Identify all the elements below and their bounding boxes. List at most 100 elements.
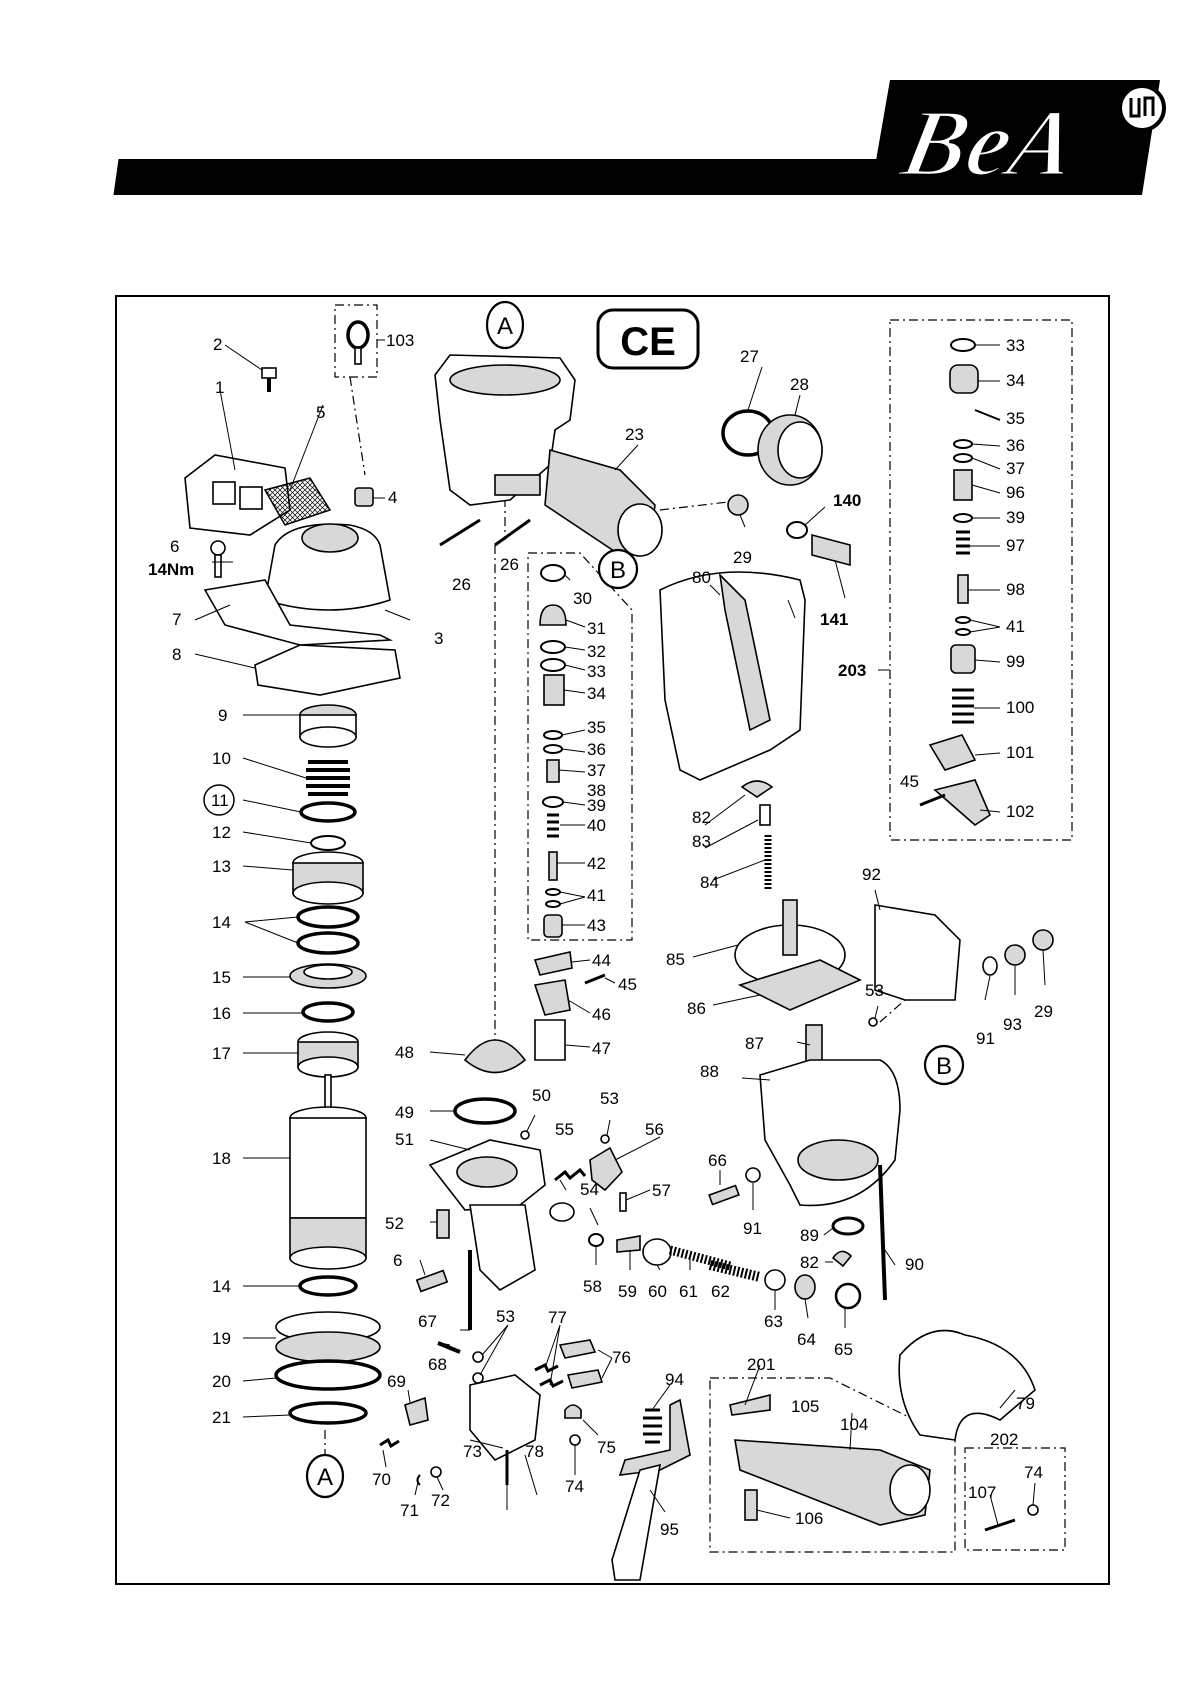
label-part-56: 56	[645, 1120, 664, 1139]
part-53-washer	[600, 1134, 610, 1144]
label-part-83: 83	[692, 832, 711, 851]
label-part-49: 49	[395, 1103, 414, 1122]
label-part-72: 72	[431, 1491, 450, 1510]
part-52-bolt	[436, 1209, 450, 1239]
bea-logo-graphic: BeA	[870, 80, 1166, 197]
label-part-106: 106	[795, 1509, 823, 1528]
valve-column-parts	[539, 564, 567, 938]
part-76-lower	[566, 1369, 604, 1389]
part-64-cap	[794, 1274, 816, 1300]
part-55-spring	[554, 1167, 587, 1182]
part-103-eyebolt	[346, 320, 370, 365]
label-part-34: 34	[587, 684, 606, 703]
part-92-guard	[874, 904, 961, 1001]
label-part-75: 75	[597, 1438, 616, 1457]
label-part-23: 23	[625, 425, 644, 444]
label-part-27: 27	[740, 347, 759, 366]
label-part-79: 79	[1016, 1394, 1035, 1413]
label-part-60: 60	[648, 1282, 667, 1301]
part-6-bolt-lower	[415, 1269, 449, 1293]
part-2-screw	[261, 367, 277, 392]
inset-box-103	[334, 304, 378, 378]
label-part-45: 45	[618, 975, 637, 994]
label-part-89: 89	[800, 1226, 819, 1245]
kit-203-parts	[919, 338, 1001, 827]
label-part-44: 44	[592, 951, 611, 970]
part-14-oring-2	[296, 931, 360, 955]
label-part-32: 32	[587, 642, 606, 661]
label-kit-99: 99	[1006, 652, 1025, 671]
label-part-91-lower: 91	[743, 1219, 762, 1238]
label-part-26-b: 26	[500, 555, 519, 574]
label-part-92: 92	[862, 865, 881, 884]
part-63-washer	[764, 1269, 786, 1291]
part-91-washer	[982, 956, 998, 976]
label-part-6: 6	[170, 537, 179, 556]
svg-text:A: A	[497, 313, 513, 340]
part-20-oring	[274, 1359, 382, 1391]
label-part-1: 1	[215, 378, 224, 397]
label-part-87: 87	[745, 1034, 764, 1053]
part-53-washer-2	[472, 1372, 484, 1384]
kit-202-parts	[984, 1504, 1039, 1532]
label-part-78: 78	[525, 1442, 544, 1461]
label-part-37: 37	[587, 761, 606, 780]
label-part-47: 47	[592, 1039, 611, 1058]
part-26-pin	[439, 518, 481, 547]
label-part-88: 88	[700, 1062, 719, 1081]
label-kit-33: 33	[1006, 336, 1025, 355]
part-15-seal	[289, 963, 367, 989]
label-kit-35: 35	[1006, 409, 1025, 428]
label-part-94: 94	[665, 1370, 684, 1389]
part-82-knob-2	[831, 1250, 853, 1268]
label-part-19: 19	[212, 1329, 231, 1348]
label-part-7: 7	[172, 610, 181, 629]
part-48-bumper	[463, 1039, 527, 1074]
label-part-93: 93	[1003, 1015, 1022, 1034]
label-part-36: 36	[587, 740, 606, 759]
part-79-guard	[898, 1329, 1036, 1441]
part-12-ring	[310, 835, 346, 851]
part-78-contact-arm	[469, 1374, 541, 1485]
part-49-oring	[453, 1097, 517, 1125]
part-83-sleeve	[759, 804, 771, 826]
label-part-2: 2	[213, 335, 222, 354]
label-part-10: 10	[212, 749, 231, 768]
label-part-20: 20	[212, 1372, 231, 1391]
label-part-103: 103	[386, 331, 414, 350]
label-part-40: 40	[587, 816, 606, 835]
kit-box-203	[889, 319, 1073, 841]
part-88-magazine	[759, 1059, 901, 1207]
label-kit-97: 97	[1006, 536, 1025, 555]
label-part-74-kit: 74	[1024, 1463, 1043, 1482]
callout-b-magazine: B	[923, 1044, 965, 1086]
part-18-cylinder	[289, 1106, 367, 1270]
label-part-53: 53	[600, 1089, 619, 1108]
part-85-plate	[734, 899, 862, 1011]
label-part-91: 91	[976, 1029, 995, 1048]
part-70-spring	[379, 1437, 400, 1449]
label-kit-36: 36	[1006, 436, 1025, 455]
label-part-105: 105	[791, 1397, 819, 1416]
label-kit-45: 45	[900, 772, 919, 791]
label-kit-102: 102	[1006, 802, 1034, 821]
part-61-spring	[668, 1245, 732, 1271]
label-part-57: 57	[652, 1181, 671, 1200]
label-part-54: 54	[580, 1180, 599, 1199]
label-part-9: 9	[218, 706, 227, 725]
label-part-63: 63	[764, 1312, 783, 1331]
label-part-15: 15	[212, 968, 231, 987]
label-part-95: 95	[660, 1520, 679, 1539]
part-94-spring	[643, 1408, 662, 1444]
part-80-magazine-cover	[659, 571, 806, 781]
label-part-61: 61	[679, 1282, 698, 1301]
part-26-pin-2	[494, 518, 531, 547]
label-part-69: 69	[387, 1372, 406, 1391]
label-part-53-mid: 53	[865, 981, 884, 1000]
part-93-bushing	[1004, 944, 1026, 966]
part-141-fitting	[811, 533, 851, 567]
part-14-oring-lower	[298, 1275, 358, 1297]
part-60	[642, 1238, 672, 1266]
label-part-30: 30	[573, 589, 592, 608]
